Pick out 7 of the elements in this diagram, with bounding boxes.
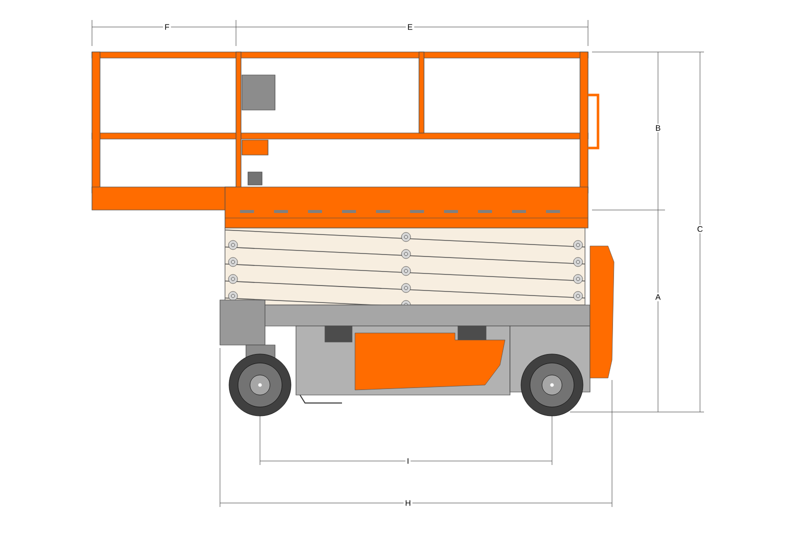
dimension-label: A — [654, 292, 662, 302]
dimension-label: H — [404, 498, 412, 508]
dimension-label: F — [163, 22, 171, 32]
dimension-label: B — [654, 124, 662, 132]
dimension-label: C — [696, 224, 704, 234]
dimension-label: E — [406, 22, 414, 32]
dimension-label: I — [405, 456, 411, 466]
